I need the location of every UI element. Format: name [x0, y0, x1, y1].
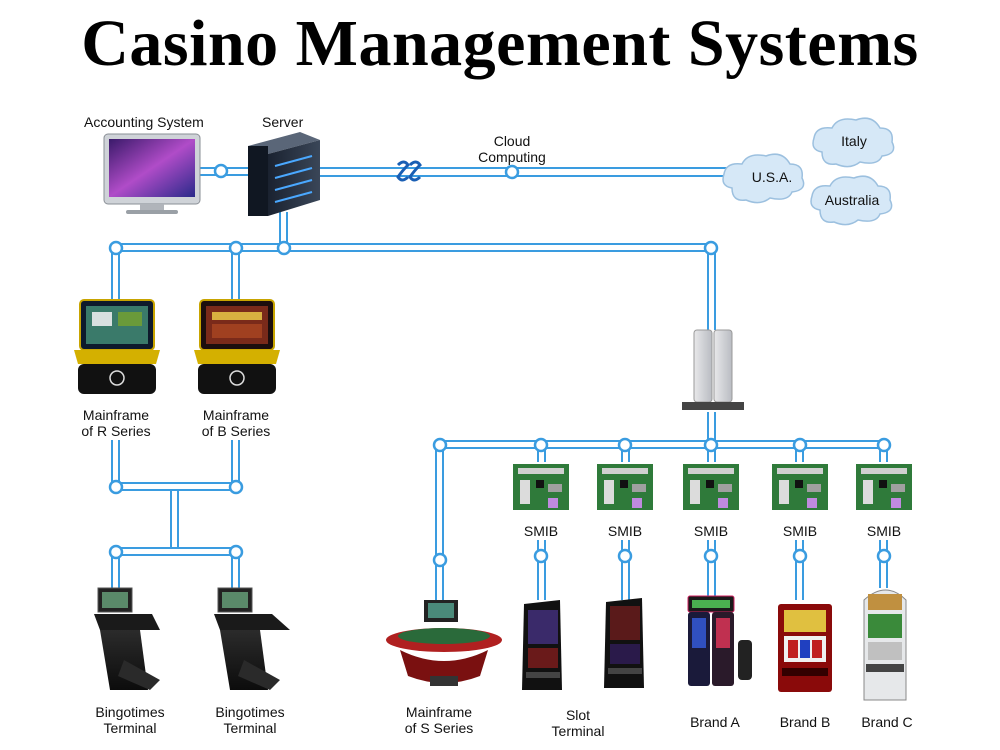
smib-boards — [513, 464, 912, 510]
mainframe-s-series-label: Mainframe of S Series — [404, 704, 474, 736]
bingotimes-terminal-icon — [94, 587, 160, 690]
bingotimes-terminal-label-1: Bingotimes Terminal — [95, 704, 165, 736]
slot-terminal-label: Slot Terminal — [551, 707, 605, 739]
connection-lines — [111, 167, 888, 600]
smib-label: SMIB — [693, 523, 729, 539]
brand-b-label: Brand B — [779, 714, 831, 730]
smib-label: SMIB — [866, 523, 902, 539]
cloud-italy-label: Italy — [841, 133, 867, 149]
mainframe-s-series-icon — [386, 600, 502, 686]
smib-board-icon — [683, 464, 739, 510]
slot-terminal-icon — [604, 598, 644, 688]
cloud-usa — [722, 153, 805, 204]
cloud-australia-label: Australia — [824, 192, 880, 208]
brand-b-machine-icon — [778, 604, 832, 692]
smib-label: SMIB — [607, 523, 643, 539]
gateway-server-icon — [682, 329, 744, 410]
mainframe-b-series-label: Mainframe of B Series — [201, 407, 271, 439]
server-icon — [248, 132, 320, 216]
smib-board-icon — [772, 464, 828, 510]
server-label: Server — [262, 114, 304, 130]
wireless-link-icon — [396, 160, 422, 182]
smib-label: SMIB — [782, 523, 818, 539]
accounting-system-label: Accounting System — [84, 114, 204, 130]
cloud-italy — [812, 117, 895, 168]
slot-terminal-icon — [522, 600, 562, 690]
bingotimes-terminal-icon — [214, 587, 290, 690]
monitor-icon — [103, 133, 201, 214]
smib-label: SMIB — [523, 523, 559, 539]
brand-c-machine-icon — [863, 589, 907, 701]
bingotimes-terminal-label-2: Bingotimes Terminal — [215, 704, 285, 736]
cloud-computing-label: Cloud Computing — [478, 133, 546, 165]
smib-board-icon — [513, 464, 569, 510]
smib-board-icon — [597, 464, 653, 510]
cloud-australia — [810, 175, 893, 226]
mainframe-b-series-icon — [194, 299, 280, 394]
mainframe-r-series-label: Mainframe of R Series — [81, 407, 151, 439]
cloud-usa-label: U.S.A. — [751, 169, 793, 185]
page-title: Casino Management Systems — [81, 7, 919, 80]
brand-a-label: Brand A — [690, 714, 740, 730]
brand-a-machine-icon — [687, 595, 752, 686]
brand-c-label: Brand C — [861, 714, 913, 730]
mainframe-r-series-icon — [74, 299, 160, 394]
connection-nodes — [108, 163, 892, 568]
smib-board-icon — [856, 464, 912, 510]
